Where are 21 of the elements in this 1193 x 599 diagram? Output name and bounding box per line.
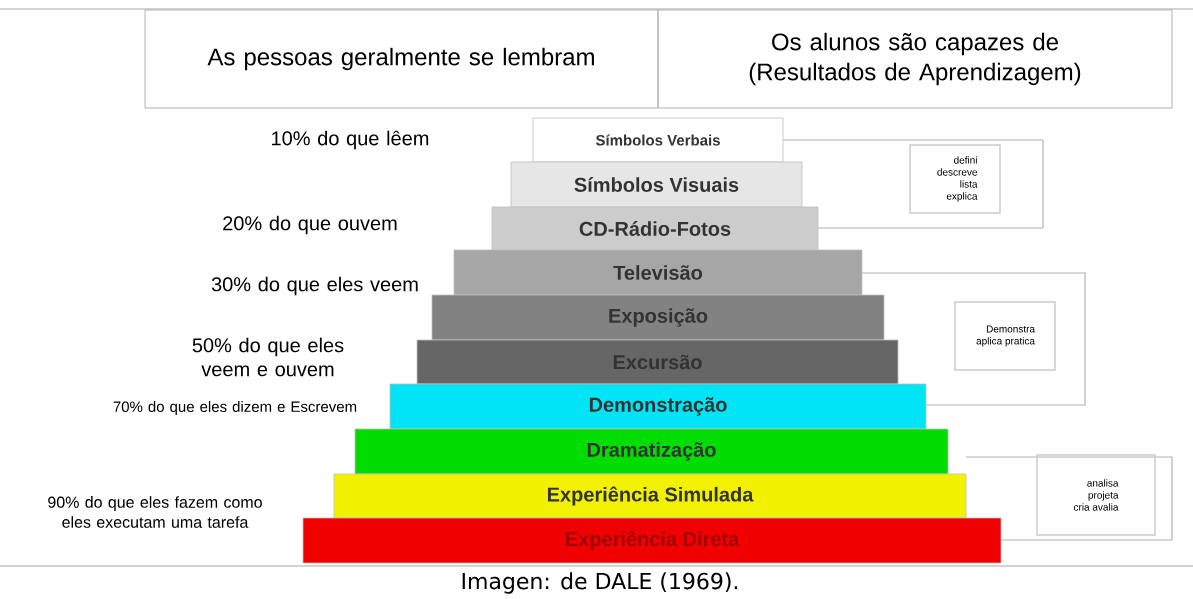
pyramid-level: CD-Rádio-Fotos: [491, 206, 819, 251]
verb-box: Demonstra aplica pratica: [954, 301, 1056, 371]
pyramid-level: Símbolos Visuais: [510, 161, 803, 208]
percentage-label: 10% do que lêem: [272, 130, 429, 150]
verb-box: defini descreve lista explica: [909, 144, 1001, 214]
percentage-label: 20% do que ouvem: [223, 215, 397, 235]
pyramid-level: Experiência Simulada: [333, 473, 967, 519]
header-box: As pessoas geralmente se lembram: [144, 9, 659, 109]
pyramid-level: Símbolos Verbais: [532, 117, 784, 163]
pyramid-level: Televisão: [453, 249, 863, 296]
pyramid-level: Experiência Direta: [302, 517, 1002, 564]
caption: Imagen: de DALE (1969).: [462, 572, 738, 594]
percentage-label: 90% do que eles fazem como eles executam uma tarefa: [48, 496, 262, 528]
header-box: Os alunos são capazes de (Resultados de Aprendizagem): [657, 9, 1173, 109]
pyramid-level: Dramatização: [354, 428, 949, 475]
pyramid-level: Exposição: [431, 294, 885, 341]
percentage-label: 30% do que eles veem: [211, 276, 418, 296]
percentage-label: 50% do que eles veem e ouvem: [192, 337, 344, 377]
pyramid-level: Demonstração: [389, 383, 927, 430]
verb-box: analisa projeta cria avalia: [1036, 454, 1156, 536]
percentage-label: 70% do que eles dizem e Escrevem: [113, 401, 357, 415]
